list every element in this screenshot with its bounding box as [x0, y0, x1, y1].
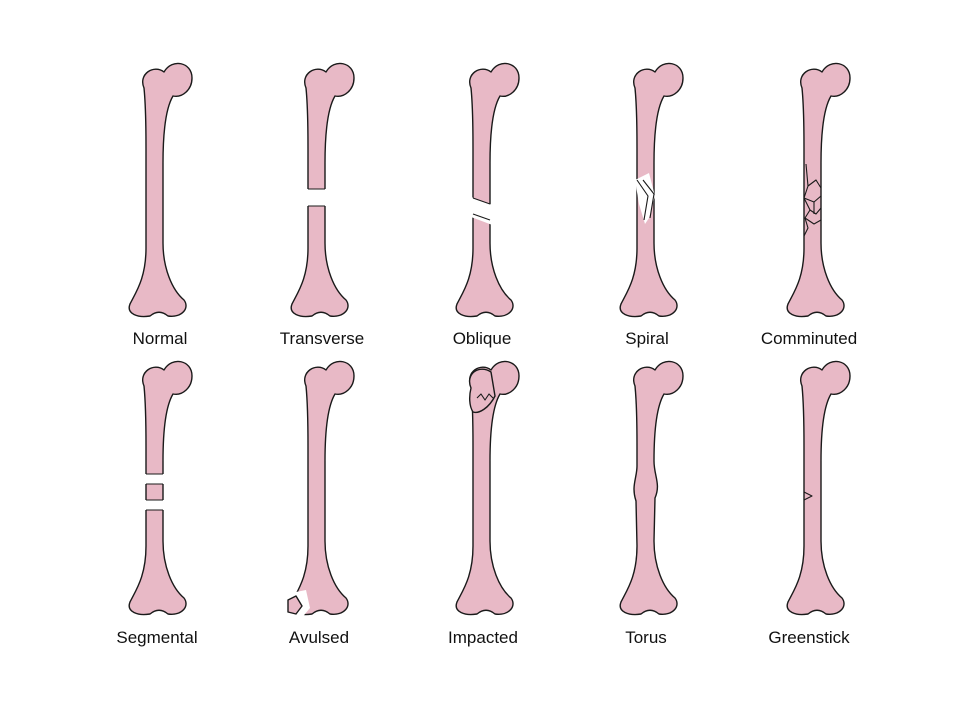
- label-greenstick: Greenstick: [768, 628, 850, 647]
- bone-avulsed: [284, 360, 355, 620]
- label-avulsed: Avulsed: [289, 628, 349, 647]
- bone-segmental: [120, 360, 200, 616]
- label-normal: Normal: [133, 329, 188, 348]
- label-torus: Torus: [625, 628, 667, 647]
- bone-torus: [619, 360, 684, 616]
- bone-transverse: [282, 62, 362, 318]
- label-spiral: Spiral: [625, 329, 668, 348]
- bone-comminuted: [786, 62, 851, 318]
- label-oblique: Oblique: [453, 329, 512, 348]
- bone-oblique: [447, 62, 527, 318]
- label-transverse: Transverse: [280, 329, 364, 348]
- label-segmental: Segmental: [116, 628, 197, 647]
- bone-spiral: [619, 62, 684, 318]
- bone-normal: [128, 62, 193, 318]
- label-impacted: Impacted: [448, 628, 518, 647]
- bone-greenstick: [786, 360, 851, 616]
- bone-impacted: [455, 360, 520, 616]
- label-comminuted: Comminuted: [761, 329, 857, 348]
